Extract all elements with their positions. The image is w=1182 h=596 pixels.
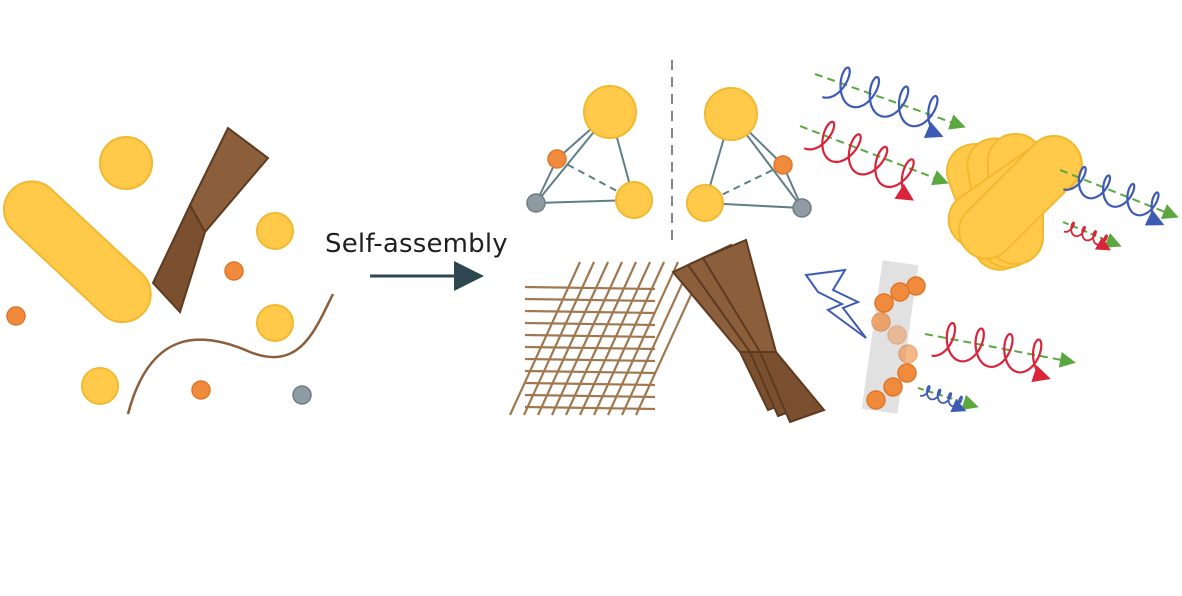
lattice-strand [524, 333, 656, 339]
lattice-strand [524, 345, 656, 351]
tetrahedron-right [686, 87, 812, 222]
orange-particle [191, 380, 211, 400]
orange-particle [6, 306, 26, 326]
self-assembly-label: Self-assembly [325, 229, 508, 259]
building-blocks-group [2, 126, 335, 415]
lattice-strand [524, 285, 656, 291]
lattice-strand [564, 261, 638, 416]
incident-light-blue [814, 66, 966, 138]
lattice-strand [508, 261, 582, 416]
stacked-twisted-ribbons [671, 238, 826, 424]
lattice-strand [524, 369, 656, 375]
lattice-strand [536, 261, 610, 416]
lattice-strand [578, 261, 652, 416]
woven-lattice [508, 261, 708, 416]
lattice-strand [524, 309, 656, 315]
lattice-strand [524, 381, 656, 387]
orange-particle [224, 261, 244, 281]
emitted-light-blue-small [917, 385, 979, 413]
lattice-strand [522, 261, 596, 416]
grey-particle [292, 385, 312, 405]
gold-nanorod [2, 180, 152, 324]
lattice-strand [606, 261, 680, 416]
helical-particle-chain [866, 276, 926, 410]
twisted-ribbon [151, 126, 270, 314]
lattice-strand [592, 261, 666, 416]
gold-sphere [99, 136, 153, 190]
gold-sphere [256, 212, 294, 250]
lattice-strand [550, 261, 624, 416]
polymer-strand [126, 293, 335, 415]
lattice-strand [524, 405, 656, 411]
emitted-light-red [924, 322, 1076, 383]
transmitted-light-blue [1059, 165, 1179, 226]
lightning-icon [804, 268, 867, 339]
transmitted-light-red-small [1062, 221, 1122, 251]
tetrahedron-left [526, 85, 653, 219]
gold-sphere [81, 367, 119, 405]
lattice-strand [620, 261, 694, 416]
lattice-strand [524, 321, 656, 327]
crossed-nanorod-assembly [946, 133, 1083, 271]
gold-sphere [256, 304, 294, 342]
incident-light-red [799, 120, 949, 201]
